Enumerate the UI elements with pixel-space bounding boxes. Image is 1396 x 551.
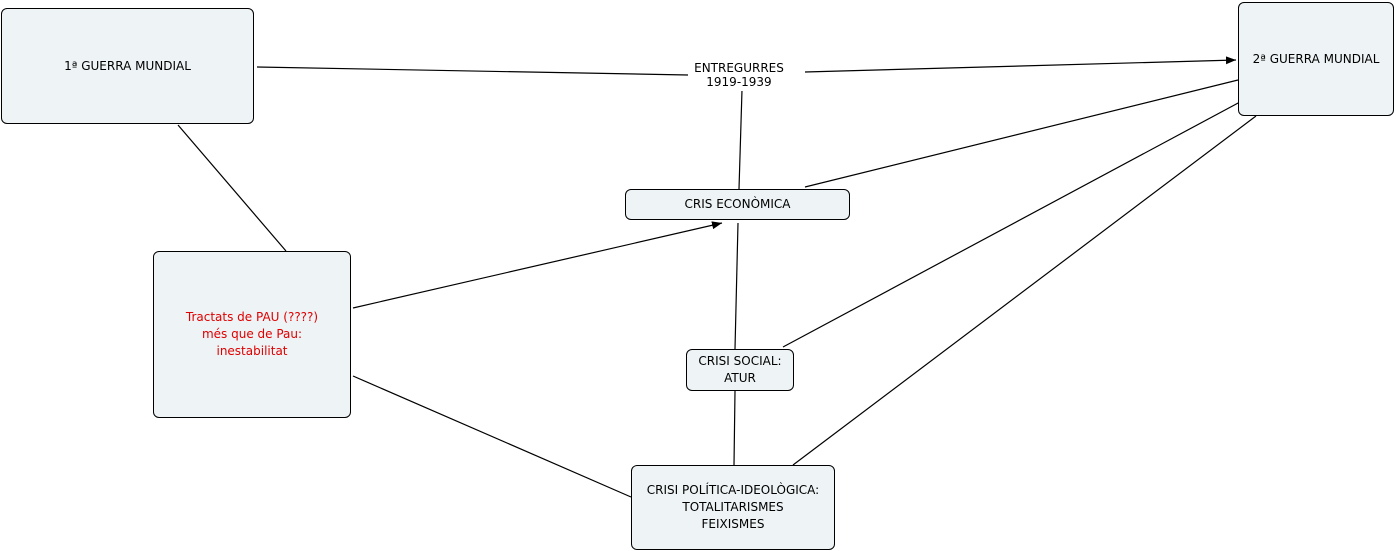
node-second-world-war[interactable]: 2ª GUERRA MUNDIAL — [1238, 2, 1394, 116]
arrow-peace-to-economic — [352, 221, 723, 309]
line-peace-to-political — [352, 375, 632, 498]
node-social-crisis[interactable]: CRISI SOCIAL: ATUR — [686, 349, 794, 391]
node-economic-crisis[interactable]: CRIS ECONÒMICA — [625, 189, 850, 220]
node-political-crisis[interactable]: CRISI POLÍTICA-IDEOLÒGICA: TOTALITARISME… — [631, 465, 835, 550]
node-political-crisis-text: CRISI POLÍTICA-IDEOLÒGICA: TOTALITARISME… — [646, 483, 820, 531]
node-peace-treaties[interactable]: Tractats de PAU (????) més que de Pau: i… — [153, 251, 351, 418]
line-political-to-ww2 — [792, 115, 1257, 466]
line-ww1-to-peace — [177, 124, 287, 252]
node-peace-treaties-text: Tractats de PAU (????) més que de Pau: i… — [185, 310, 319, 358]
node-social-crisis-text: CRISI SOCIAL: ATUR — [698, 354, 782, 385]
link-label-interwar: ENTREGURRES 1919-1939 — [688, 61, 790, 91]
line-social-to-ww2 — [782, 101, 1241, 348]
line-economic-to-ww2 — [804, 79, 1239, 188]
arrow-label-to-ww2 — [804, 56, 1237, 73]
node-economic-crisis-text: CRIS ECONÒMICA — [684, 197, 791, 211]
line-economic-to-social — [734, 222, 739, 350]
line-ww1-to-label — [256, 66, 689, 76]
node-first-world-war-text: 1ª GUERRA MUNDIAL — [64, 58, 191, 73]
line-social-to-political — [733, 390, 736, 466]
node-first-world-war[interactable]: 1ª GUERRA MUNDIAL — [1, 8, 254, 124]
line-label-to-economic — [738, 89, 743, 190]
node-second-world-war-text: 2ª GUERRA MUNDIAL — [1252, 51, 1380, 66]
